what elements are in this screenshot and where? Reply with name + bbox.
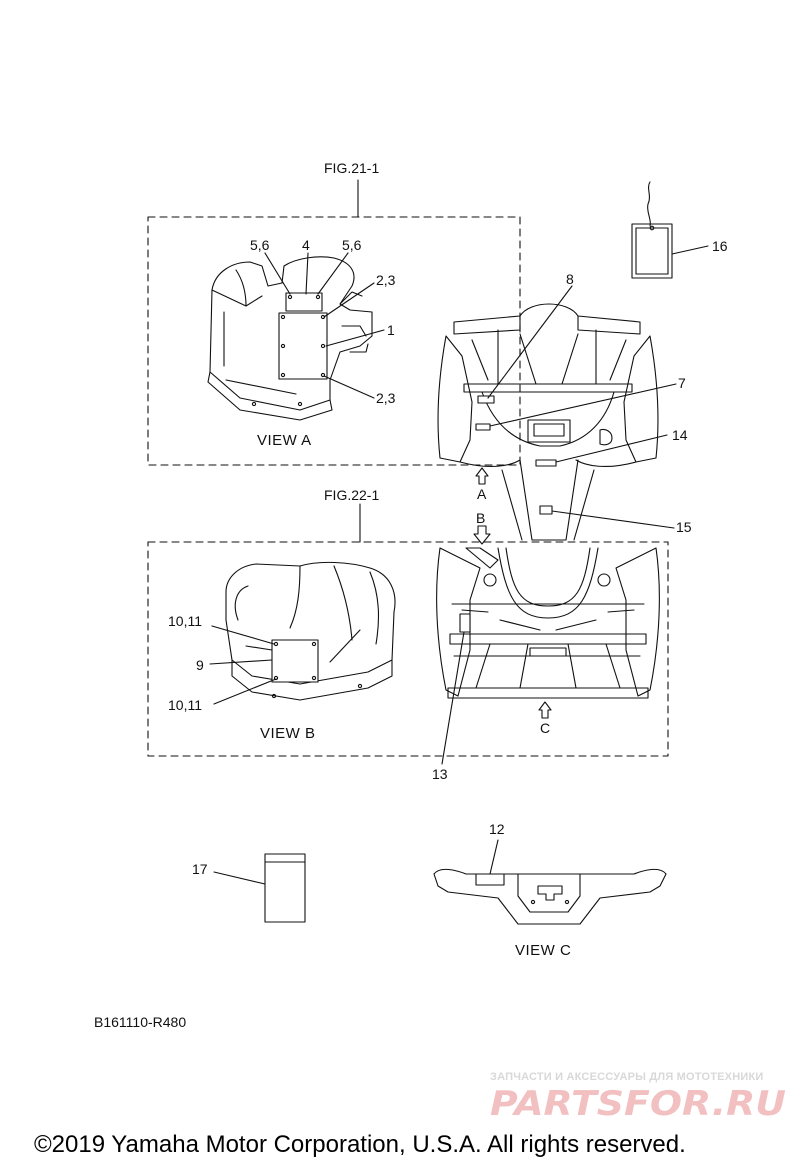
decal-12	[475, 873, 505, 886]
view-c-bumper	[433, 868, 667, 925]
callout-10-11-top[interactable]: 10,11	[168, 613, 202, 629]
callout-2-3-bottom[interactable]: 2,3	[376, 390, 396, 406]
view-b-panel	[225, 561, 396, 701]
view-b-title: VIEW B	[260, 725, 316, 742]
view-a-title: VIEW A	[257, 432, 312, 449]
watermark-logo: PARTSFOR.RU	[490, 1084, 786, 1122]
callout-17[interactable]: 17	[192, 861, 208, 877]
callout-4[interactable]: 4	[302, 237, 310, 253]
copyright-notice: ©2019 Yamaha Motor Corporation, U.S.A. A…	[34, 1131, 686, 1158]
fig21-label[interactable]: FIG.21-1	[324, 160, 380, 176]
decal-1	[278, 312, 328, 380]
callout-15[interactable]: 15	[676, 519, 692, 535]
arrow-c-label: C	[540, 720, 551, 736]
callout-1[interactable]: 1	[387, 322, 395, 338]
arrow-c-icon	[538, 701, 552, 719]
fig22-label[interactable]: FIG.22-1	[324, 487, 380, 503]
hang-tag-16	[631, 181, 673, 279]
callout-10-11-bottom[interactable]: 10,11	[168, 697, 202, 713]
decal-15	[539, 505, 553, 515]
arrow-b-label: B	[476, 510, 486, 526]
decal-8	[477, 395, 495, 404]
decal-7	[475, 423, 491, 431]
callout-9[interactable]: 9	[196, 657, 204, 673]
view-a-frame	[147, 216, 521, 466]
view-b-frame	[147, 541, 669, 757]
callout-16[interactable]: 16	[712, 238, 728, 254]
callout-12[interactable]: 12	[489, 821, 505, 837]
arrow-a-icon	[475, 467, 489, 485]
arrow-a-label: A	[477, 486, 487, 502]
callout-5-6-left[interactable]: 5,6	[250, 237, 270, 253]
callout-14[interactable]: 14	[672, 427, 688, 443]
view-c-title: VIEW C	[515, 942, 572, 959]
callout-2-3-top[interactable]: 2,3	[376, 272, 396, 288]
sticker-sheet-17	[264, 853, 306, 923]
arrow-b-icon	[473, 525, 491, 545]
decal-4	[285, 292, 323, 312]
watermark-logo-text: PARTSFOR.RU	[490, 1084, 786, 1122]
view-a-panel	[207, 256, 373, 421]
watermark-tagline: ЗАПЧАСТИ И АКСЕССУАРЫ ДЛЯ МОТОТЕХНИКИ	[490, 1071, 764, 1083]
callout-7[interactable]: 7	[678, 375, 686, 391]
callout-8[interactable]: 8	[566, 271, 574, 287]
decal-14	[535, 459, 557, 467]
atv-top-view-front	[437, 303, 659, 541]
reference-code: B161110-R480	[94, 1014, 187, 1030]
callout-5-6-right[interactable]: 5,6	[342, 237, 362, 253]
callout-13[interactable]: 13	[432, 766, 448, 782]
decal-9	[271, 639, 319, 683]
atv-top-view-rear	[436, 547, 660, 699]
decal-13	[459, 613, 471, 633]
